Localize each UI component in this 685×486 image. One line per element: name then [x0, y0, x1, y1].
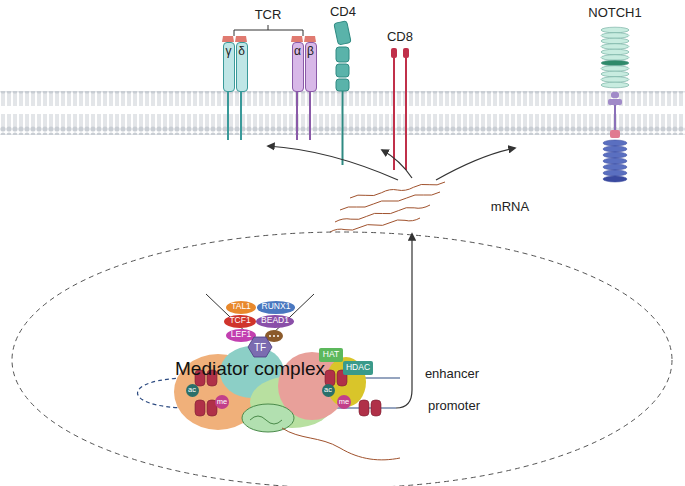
tcr-chain: α — [292, 42, 304, 92]
hat-box: HAT — [319, 348, 343, 362]
receptor-name: TCR — [255, 8, 282, 22]
node-text: me — [339, 398, 349, 406]
tcr-chain: γ — [223, 42, 235, 92]
tf-hexagon: TF — [248, 337, 272, 357]
receptor-name: CD4 — [330, 5, 356, 19]
transcription-factor: BEAD1 — [256, 315, 294, 328]
receptor-name: CD8 — [387, 30, 413, 44]
node-text: ac — [324, 386, 332, 394]
transcription-factor: RUNX1 — [257, 301, 296, 314]
node-text: HDAC — [346, 363, 370, 372]
region-label: promoter — [428, 399, 480, 413]
receptor-name: NOTCH1 — [588, 6, 641, 20]
cd4-protein — [334, 21, 351, 165]
notch1-receptor — [601, 27, 629, 182]
node-text: me — [217, 398, 227, 406]
acetyl-mark: ac — [186, 384, 199, 397]
transcription-arrow — [396, 234, 412, 408]
mrna-strand — [282, 428, 400, 460]
translation-arrows — [268, 146, 515, 180]
node-text: HAT — [323, 350, 339, 359]
transcription-factor: TCF1 — [224, 315, 255, 328]
node-text: TF — [254, 342, 266, 353]
node-text: BEAD1 — [261, 316, 289, 325]
tf-funnel — [206, 294, 314, 338]
node-text: ac — [188, 386, 196, 394]
cd8-protein — [391, 48, 409, 170]
molecule-name: mRNA — [491, 200, 529, 214]
tcr-gamma-delta — [222, 36, 247, 140]
transcription-factor: TAL1 — [226, 301, 256, 314]
node-text: δ — [238, 45, 245, 58]
tcr-chain: δ — [236, 42, 248, 92]
acetyl-mark: ac — [322, 384, 335, 397]
hdac-box: HDAC — [343, 361, 373, 375]
mediator-blobs — [174, 346, 366, 432]
node-text: LEF1 — [231, 330, 251, 339]
transcription-factor: LEF1 — [226, 329, 256, 342]
mediator-complex: Mediator complex — [172, 358, 328, 381]
node-text: RUNX1 — [262, 302, 291, 311]
tcr-alpha-beta — [291, 36, 316, 140]
region-label: enhancer — [425, 367, 479, 381]
tcr-bracket — [234, 25, 303, 36]
nucleus — [12, 232, 672, 486]
node-text: Mediator complex — [175, 359, 325, 380]
node-text: β — [307, 45, 314, 58]
node-text: α — [294, 45, 301, 58]
methyl-mark: me — [337, 395, 351, 409]
node-text: TCF1 — [229, 316, 250, 325]
node-text: γ — [226, 45, 232, 58]
mrna-strands — [330, 182, 445, 232]
tcr-chain: β — [305, 42, 317, 92]
node-text: TAL1 — [231, 302, 251, 311]
